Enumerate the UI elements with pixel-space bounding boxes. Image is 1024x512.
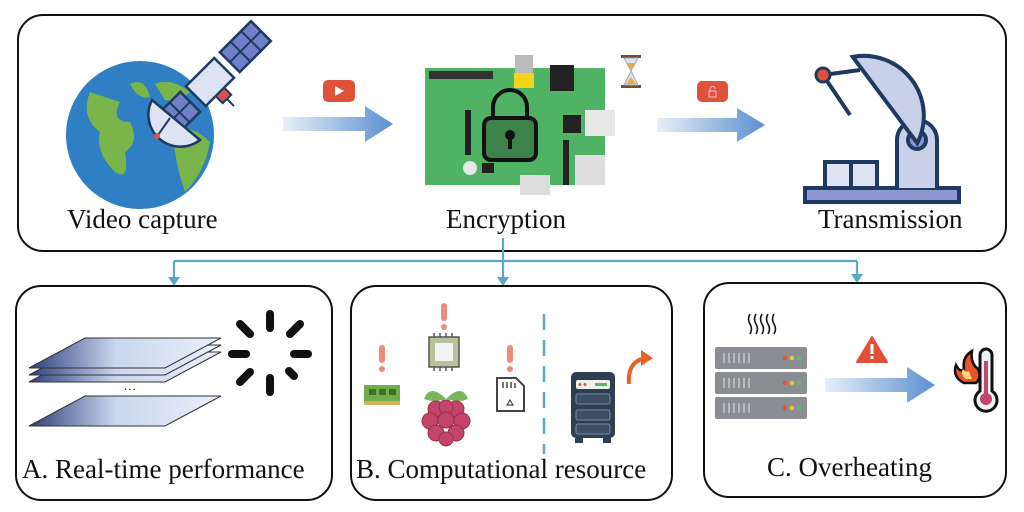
cpu-chip-icon [428, 303, 460, 371]
flow-arrow-overheating [825, 367, 935, 403]
challenge-panel-real-time [15, 285, 333, 501]
challenge-label-computational: B. Computational resource [356, 454, 647, 484]
ram-icon [364, 345, 400, 405]
video-play-badge-icon [323, 80, 355, 102]
earth-satellite-icon [66, 19, 273, 209]
locked-video-badge-icon [697, 81, 728, 102]
server-tower-icon [571, 372, 615, 443]
satellite-dish-icon [803, 53, 961, 204]
raspberry-pi-board-lock-icon [425, 55, 615, 195]
challenge-label-real-time: A. Real-time performance [22, 454, 305, 484]
frames-ellipsis: ... [124, 378, 137, 393]
stage-label-transmission: Transmission [818, 204, 963, 234]
video-frames-stack-icon [28, 337, 222, 427]
server-rack-icon [715, 347, 807, 419]
raspberry-icon [421, 391, 471, 447]
stage-label-encryption: Encryption [446, 204, 566, 234]
hourglass-icon [621, 55, 641, 88]
stage-label-video-capture: Video capture [67, 204, 218, 234]
dashed-divider [542, 314, 546, 454]
flow-arrow-capture-to-encryption [283, 106, 393, 142]
fire-thermometer-icon [953, 347, 999, 413]
flow-arrow-encryption-to-transmission [657, 108, 765, 142]
heat-waves-icon [747, 313, 777, 335]
sd-card-icon [496, 345, 525, 412]
offload-arrow-icon [626, 350, 653, 385]
warning-icon [856, 336, 888, 363]
branch-connector [168, 238, 863, 286]
loading-spinner-icon [228, 310, 312, 396]
challenge-label-overheating: C. Overheating [767, 452, 932, 482]
